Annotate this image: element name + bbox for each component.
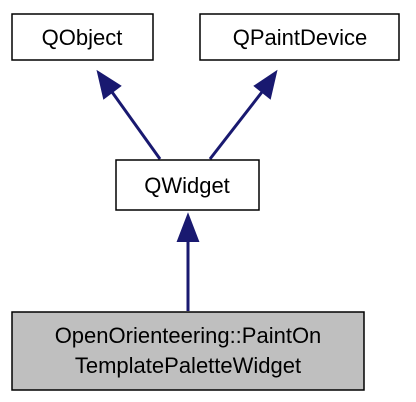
node-qwidget[interactable]: QWidget (115, 159, 260, 211)
node-qpaintdevice-label: QPaintDevice (233, 25, 368, 50)
node-qobject[interactable]: QObject (11, 13, 154, 61)
node-qwidget-box (115, 159, 260, 211)
node-qwidget-label: QWidget (144, 173, 230, 198)
node-qpaintdevice-box (199, 13, 400, 61)
node-palette-widget-label-line1: OpenOrienteering::PaintOn (55, 323, 322, 348)
node-palette-widget[interactable]: OpenOrienteering::PaintOn TemplatePalett… (11, 311, 365, 391)
node-qpaintdevice[interactable]: QPaintDevice (199, 13, 400, 61)
node-qobject-box (11, 13, 154, 61)
node-palette-widget-box (11, 311, 365, 391)
arrowhead-qwidget (176, 212, 200, 242)
arrowhead-qobject (96, 69, 122, 100)
node-palette-widget-label-line2: TemplatePaletteWidget (75, 353, 301, 378)
node-qobject-label: QObject (42, 25, 123, 50)
arrowhead-qpaintdevice (253, 69, 278, 100)
edges (96, 69, 278, 311)
edge-qwidget-to-qobject (110, 91, 162, 160)
edge-qwidget-to-qpaintdevice (208, 91, 264, 160)
